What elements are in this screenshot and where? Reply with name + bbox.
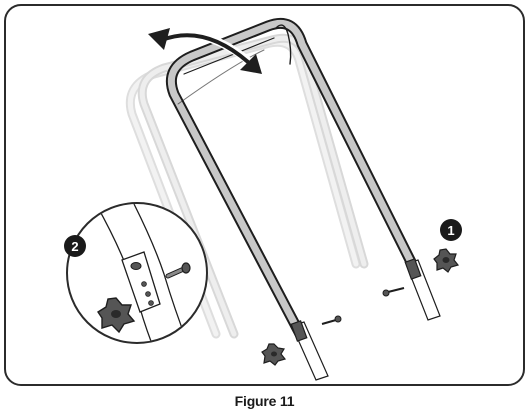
frame-border	[4, 4, 525, 386]
detail-magnifier	[66, 202, 208, 344]
double-headed-curved-arrow-icon	[148, 28, 262, 74]
callout-number: 2	[71, 239, 78, 254]
callout-badge-2: 2	[64, 235, 86, 257]
callout-badge-1: 1	[440, 219, 462, 241]
illustration-frame: 1 2	[4, 4, 525, 386]
star-knob-icon	[433, 248, 460, 273]
mower-handle	[165, 17, 422, 340]
callout-number: 1	[447, 223, 454, 238]
star-knob-icon	[97, 297, 136, 334]
handle-brackets	[290, 258, 422, 342]
star-knob-icon	[261, 343, 287, 366]
carriage-bolt-icon	[382, 287, 405, 297]
figure-caption: Figure 11	[234, 393, 295, 409]
carriage-bolt-icon	[321, 315, 342, 325]
